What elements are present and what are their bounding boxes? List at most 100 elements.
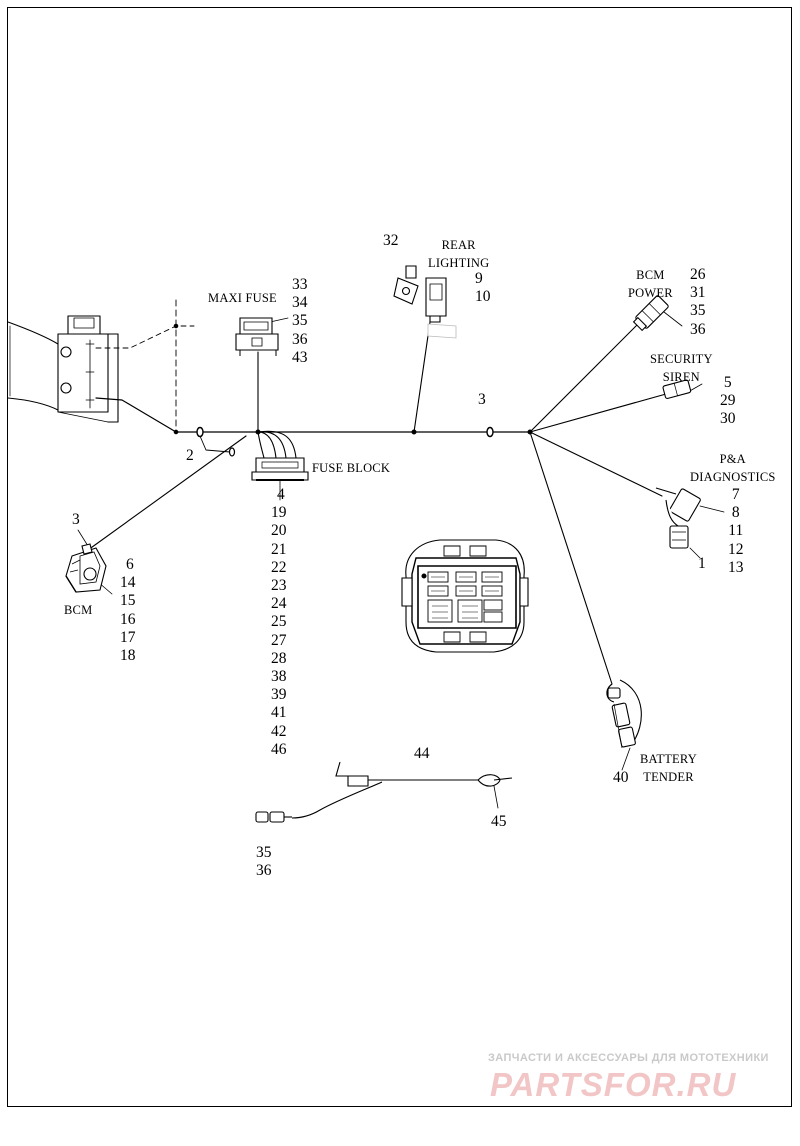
callout: 12: [728, 540, 744, 558]
callout: 6: [126, 556, 134, 573]
callout: 14: [120, 574, 136, 592]
callout: 36: [256, 862, 272, 880]
callout: 42: [271, 722, 287, 740]
pa-diagnostics-callouts: 7 8 11 12 13: [728, 486, 744, 577]
pa-diagnostics-label: P&A DIAGNOSTICS: [690, 450, 776, 486]
callout: 43: [292, 348, 308, 366]
callout: 22: [271, 558, 287, 576]
rear-lighting-connector: [425, 277, 457, 339]
security-siren-connector: [662, 379, 692, 400]
callout: 9: [475, 270, 483, 287]
extension-harness-callout: 44: [414, 745, 430, 762]
callout: 34: [292, 294, 308, 312]
harness-clip-3-callout: 3: [478, 391, 486, 408]
callout: 36: [292, 330, 308, 348]
pa-diagnostics-connector-callout: 1: [698, 555, 706, 572]
maxi-fuse-label: MAXI FUSE: [208, 291, 277, 305]
fuse-block: [251, 457, 309, 481]
pa-diagnostics-label-line-2: DIAGNOSTICS: [690, 470, 776, 485]
callout: 10: [475, 288, 491, 306]
battery-tender-label-line-2: TENDER: [643, 770, 694, 785]
harness-clip-2-callout: 2: [186, 447, 194, 464]
bcm-module: [65, 543, 107, 593]
battery-tender-label: BATTERY TENDER: [640, 750, 697, 786]
fuse-block-label: FUSE BLOCK: [312, 461, 391, 475]
callout: 23: [271, 577, 287, 595]
callout: 26: [690, 266, 706, 283]
fuse-block-wire-4: [257, 430, 297, 459]
fuse-block-wire-1: [257, 431, 265, 459]
rear-lighting-label: REAR LIGHTING: [428, 236, 489, 272]
harness-clip-3: [486, 426, 494, 438]
rear-lighting-label-line-2: LIGHTING: [428, 256, 490, 271]
callout: 39: [271, 686, 287, 704]
pa-diagnostics-branch: [529, 431, 663, 497]
watermark-logo: PARTSFOR.RU: [490, 1066, 737, 1103]
callout: 35: [690, 302, 706, 320]
callout: 19: [271, 504, 287, 522]
callout: 16: [120, 610, 136, 628]
callout: 41: [271, 704, 287, 722]
security-siren-callouts: 5 29 30: [720, 374, 736, 429]
fuse-block-wire-3: [257, 431, 287, 459]
callout: 7: [731, 486, 740, 503]
bcm-branch: [87, 435, 247, 551]
pa-diagnostics-label-line-1: P&A: [719, 452, 746, 466]
callout: 46: [271, 740, 287, 758]
maxi-fuse-callouts: 33 34 35 36 43: [292, 276, 308, 367]
drawing-frame: [7, 7, 792, 1107]
maxi-fuse-connector: [235, 317, 279, 356]
battery-tender-branch: [529, 431, 613, 685]
callout: 17: [120, 628, 136, 646]
bcm-power-label-line-2: POWER: [628, 286, 673, 301]
callout: 31: [690, 284, 706, 302]
pa-diagnostics-connector: [655, 487, 701, 549]
security-siren-label: SECURITY SIREN: [650, 350, 713, 386]
rear-ground-callout: 32: [383, 232, 399, 249]
main-harness-trunk: [95, 397, 531, 433]
battery-tender-lead: [606, 679, 642, 749]
rear-lighting-callouts: 9 10: [475, 270, 491, 306]
bcm-power-branch: [529, 321, 641, 433]
rear-ground-terminal: [393, 265, 419, 305]
security-siren-branch: [529, 393, 667, 433]
battery-tender-label-line-1: BATTERY: [640, 752, 697, 766]
bcm-callouts: 6 14 15 16 17 18: [120, 556, 136, 665]
callout: 33: [292, 276, 308, 293]
fuse-block-callouts: 4 19 20 21 22 23 24 25 27 28 38 39 41 42…: [271, 486, 287, 759]
callout: 25: [271, 613, 287, 631]
callout: 8: [731, 504, 740, 522]
rear-lighting-label-line-1: REAR: [441, 238, 476, 252]
extension-harness: [255, 761, 513, 823]
callout: 35: [256, 844, 272, 861]
frame-bracket: [7, 315, 119, 423]
callout: 4: [277, 486, 285, 503]
rear-lighting-branch: [413, 321, 431, 433]
clip-2-leader: [199, 435, 231, 453]
bcm-power-connector: [632, 295, 669, 332]
callout: 38: [271, 668, 287, 686]
callout: 13: [728, 558, 744, 576]
callout: 35: [292, 312, 308, 330]
dashed-leader-upper: [95, 325, 195, 349]
security-siren-label-line-2: SIREN: [662, 370, 700, 385]
callout: 21: [271, 540, 287, 558]
callout: 30: [720, 410, 736, 428]
callout: 5: [723, 374, 732, 391]
bcm-clip-callout: 3: [72, 511, 80, 528]
callout: 15: [120, 592, 136, 610]
harness-clip-2: [196, 426, 204, 438]
callout: 29: [720, 392, 736, 410]
ring-terminal-callout: 45: [491, 813, 507, 830]
callout: 11: [728, 522, 744, 540]
callout: 18: [120, 647, 136, 665]
callout: 20: [271, 522, 287, 540]
battery-tender-callout: 40: [613, 769, 629, 786]
callout: 24: [271, 595, 287, 613]
bcm-power-label-line-1: BCM: [636, 268, 665, 282]
watermark-tagline: ЗАПЧАСТИ И АКСЕССУАРЫ ДЛЯ МОТОТЕХНИКИ: [488, 1052, 769, 1064]
callout: 27: [271, 631, 287, 649]
callout: 36: [690, 320, 706, 338]
